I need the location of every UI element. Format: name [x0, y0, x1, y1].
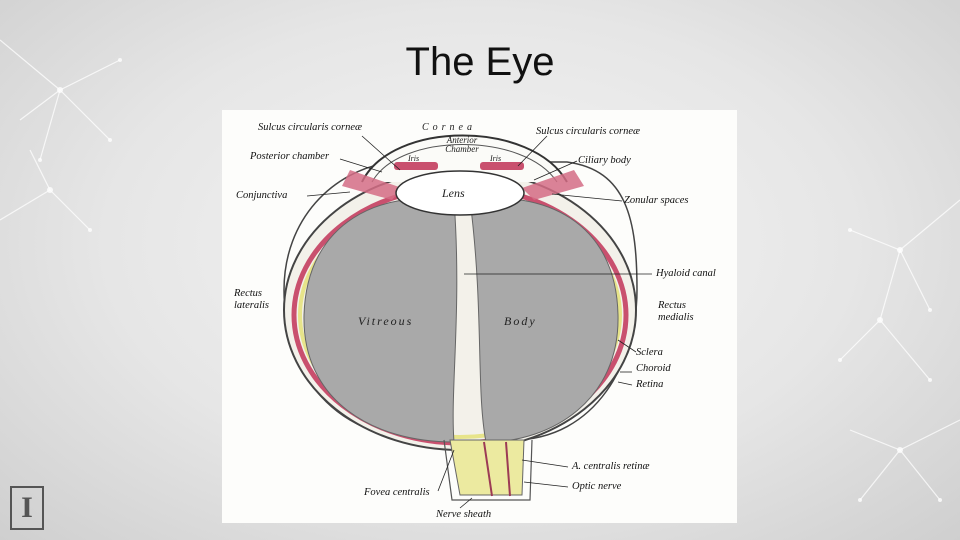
cornea-dome: [361, 134, 568, 183]
optic-nerve-label: Optic nerve: [572, 481, 622, 492]
retina-label: Retina: [636, 379, 664, 390]
nerve-sheath-label: Nerve sheath: [436, 509, 492, 520]
lens-shape: [395, 170, 525, 216]
iris-right-label: Iris: [490, 154, 502, 163]
rectus-lateralis-label: Rectus lateralis: [234, 288, 270, 311]
iris-left-shape: [394, 162, 438, 170]
nerve-sheath-shape: [443, 439, 533, 501]
eye-cross-section: [283, 134, 652, 509]
vitreous-label: Vitreous: [358, 314, 414, 328]
posterior-chamber-label: Posterior chamber: [250, 151, 330, 162]
sulcus-right-label: Sulcus circularis corneæ: [536, 126, 641, 137]
eye-diagram: Cornea Anterior Chamber Iris Iris Lens V…: [222, 110, 737, 523]
iris-right-shape: [480, 162, 524, 170]
vitreous-right: [469, 197, 619, 443]
anterior-chamber-label: Anterior Chamber: [445, 135, 479, 154]
leader-lines: [306, 135, 652, 509]
hyaloid-canal-label: Hyaloid canal: [656, 268, 716, 279]
zonular-spaces-label: Zonular spaces: [624, 195, 689, 206]
slide-title: The Eye: [405, 40, 555, 84]
ciliary-body-label: Ciliary body: [578, 155, 631, 166]
university-logo: I: [10, 486, 44, 530]
conjunctiva-label: Conjunctiva: [236, 190, 288, 201]
lens-label: Lens: [442, 186, 465, 200]
body-label: Body: [504, 314, 537, 328]
sulcus-left-label: Sulcus circularis corneæ: [258, 122, 363, 133]
a-centralis-label: A. centralis retinæ: [572, 461, 650, 472]
iris-left-label: Iris: [408, 154, 420, 163]
rectus-medialis-label: Rectus medialis: [658, 300, 694, 323]
sclera-label: Sclera: [636, 347, 663, 358]
cornea-label: Cornea: [422, 122, 476, 133]
choroid-label: Choroid: [636, 363, 671, 374]
ciliary-body-left: [342, 170, 402, 200]
fovea-centralis-label: Fovea centralis: [364, 487, 430, 498]
ciliary-body-right: [522, 170, 584, 200]
vitreous-left: [303, 197, 458, 443]
